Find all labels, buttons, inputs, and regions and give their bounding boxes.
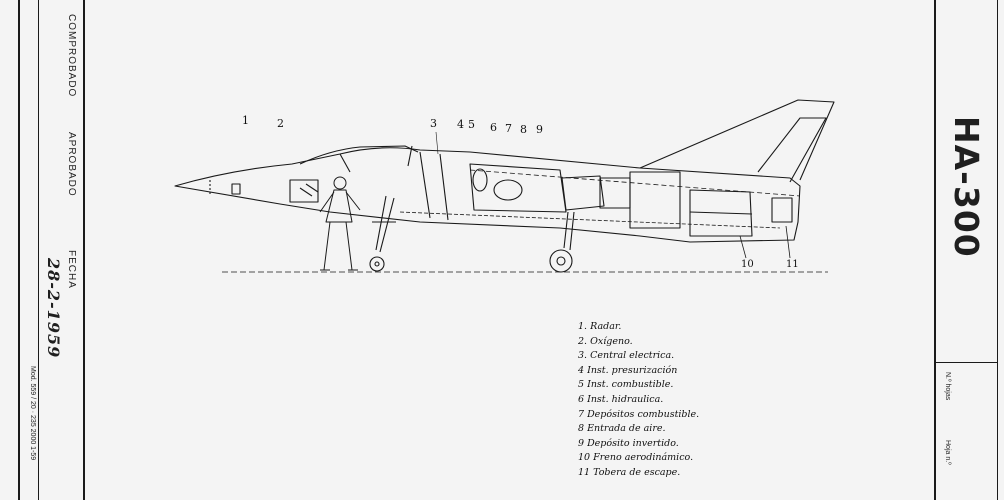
right-border-line-2 <box>997 0 998 500</box>
inverted-tank <box>493 179 523 201</box>
legend-item: 7 Depósitos combustible. <box>578 408 700 420</box>
legend-item: 8 Entrada de aire. <box>578 423 666 435</box>
radar-box <box>231 183 241 195</box>
nose-gear <box>372 195 396 253</box>
leader-11 <box>785 225 791 259</box>
callout-4: 4 <box>457 118 464 131</box>
left-border-line-3 <box>83 0 85 500</box>
lower-duct <box>399 211 781 229</box>
title-block-divider <box>936 362 997 363</box>
callout-1: 1 <box>242 114 249 127</box>
leader-10 <box>739 235 747 259</box>
canopy <box>299 145 419 165</box>
legend-item: 10 Freno aerodinámico. <box>578 452 694 464</box>
airbrake <box>689 189 753 237</box>
main-wheel <box>549 249 573 273</box>
callout-7: 7 <box>505 122 512 135</box>
canopy-frame <box>339 153 351 173</box>
legend-item: 2. Oxígeno. <box>578 335 633 347</box>
component-legend: 1. Radar. 2. Oxígeno. 3. Central electri… <box>578 320 699 481</box>
legend-item: 4 Inst. presurización <box>578 364 678 376</box>
callout-5: 5 <box>468 118 475 131</box>
callout-8: 8 <box>520 123 527 136</box>
left-border-line-2 <box>38 0 39 500</box>
legend-item: 11 Tobera de escape. <box>578 466 681 478</box>
callout-3: 3 <box>430 117 437 130</box>
left-border-line-1 <box>18 0 20 500</box>
rudder <box>757 117 827 183</box>
tail-fin <box>639 99 835 181</box>
nozzle-box <box>771 197 793 223</box>
legend-item: 5 Inst. combustible. <box>578 379 674 391</box>
callout-9: 9 <box>536 123 543 136</box>
windscreen <box>407 145 413 167</box>
legend-item: 3. Central electrica. <box>578 350 675 362</box>
callout-2: 2 <box>277 117 284 130</box>
main-gear <box>563 211 575 251</box>
callout-6: 6 <box>490 121 497 134</box>
nose-wheel <box>369 256 385 272</box>
fuselage-outline <box>174 147 801 243</box>
right-border-line-1 <box>934 0 936 500</box>
legend-item: 6 Inst. hidraulica. <box>578 393 664 405</box>
fuel-tank <box>469 163 567 213</box>
air-intake <box>561 175 605 211</box>
callout-10: 10 <box>741 259 754 270</box>
callout-11: 11 <box>786 259 799 270</box>
legend-item: 1. Radar. <box>578 321 622 332</box>
human-figure <box>319 176 361 271</box>
legend-item: 9 Depósito invertido. <box>578 437 679 449</box>
leader-3 <box>435 131 439 155</box>
